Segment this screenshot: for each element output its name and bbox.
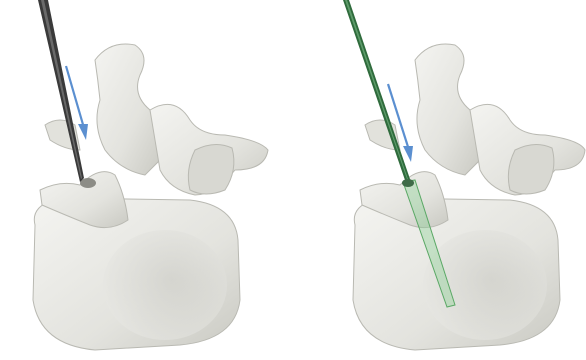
- needle-tool: [38, 0, 84, 182]
- body-endplate-shading: [103, 230, 227, 340]
- vertebra-illustration-right: [293, 0, 586, 360]
- panel-left: [0, 0, 293, 360]
- inferior-articular-process: [508, 144, 554, 194]
- vertebra-illustration-left: [0, 0, 293, 360]
- entry-point: [402, 179, 414, 187]
- guide-wire-highlight: [345, 0, 409, 182]
- needle-highlight: [41, 0, 82, 179]
- inferior-articular-process: [188, 144, 234, 194]
- panel-right: [293, 0, 586, 360]
